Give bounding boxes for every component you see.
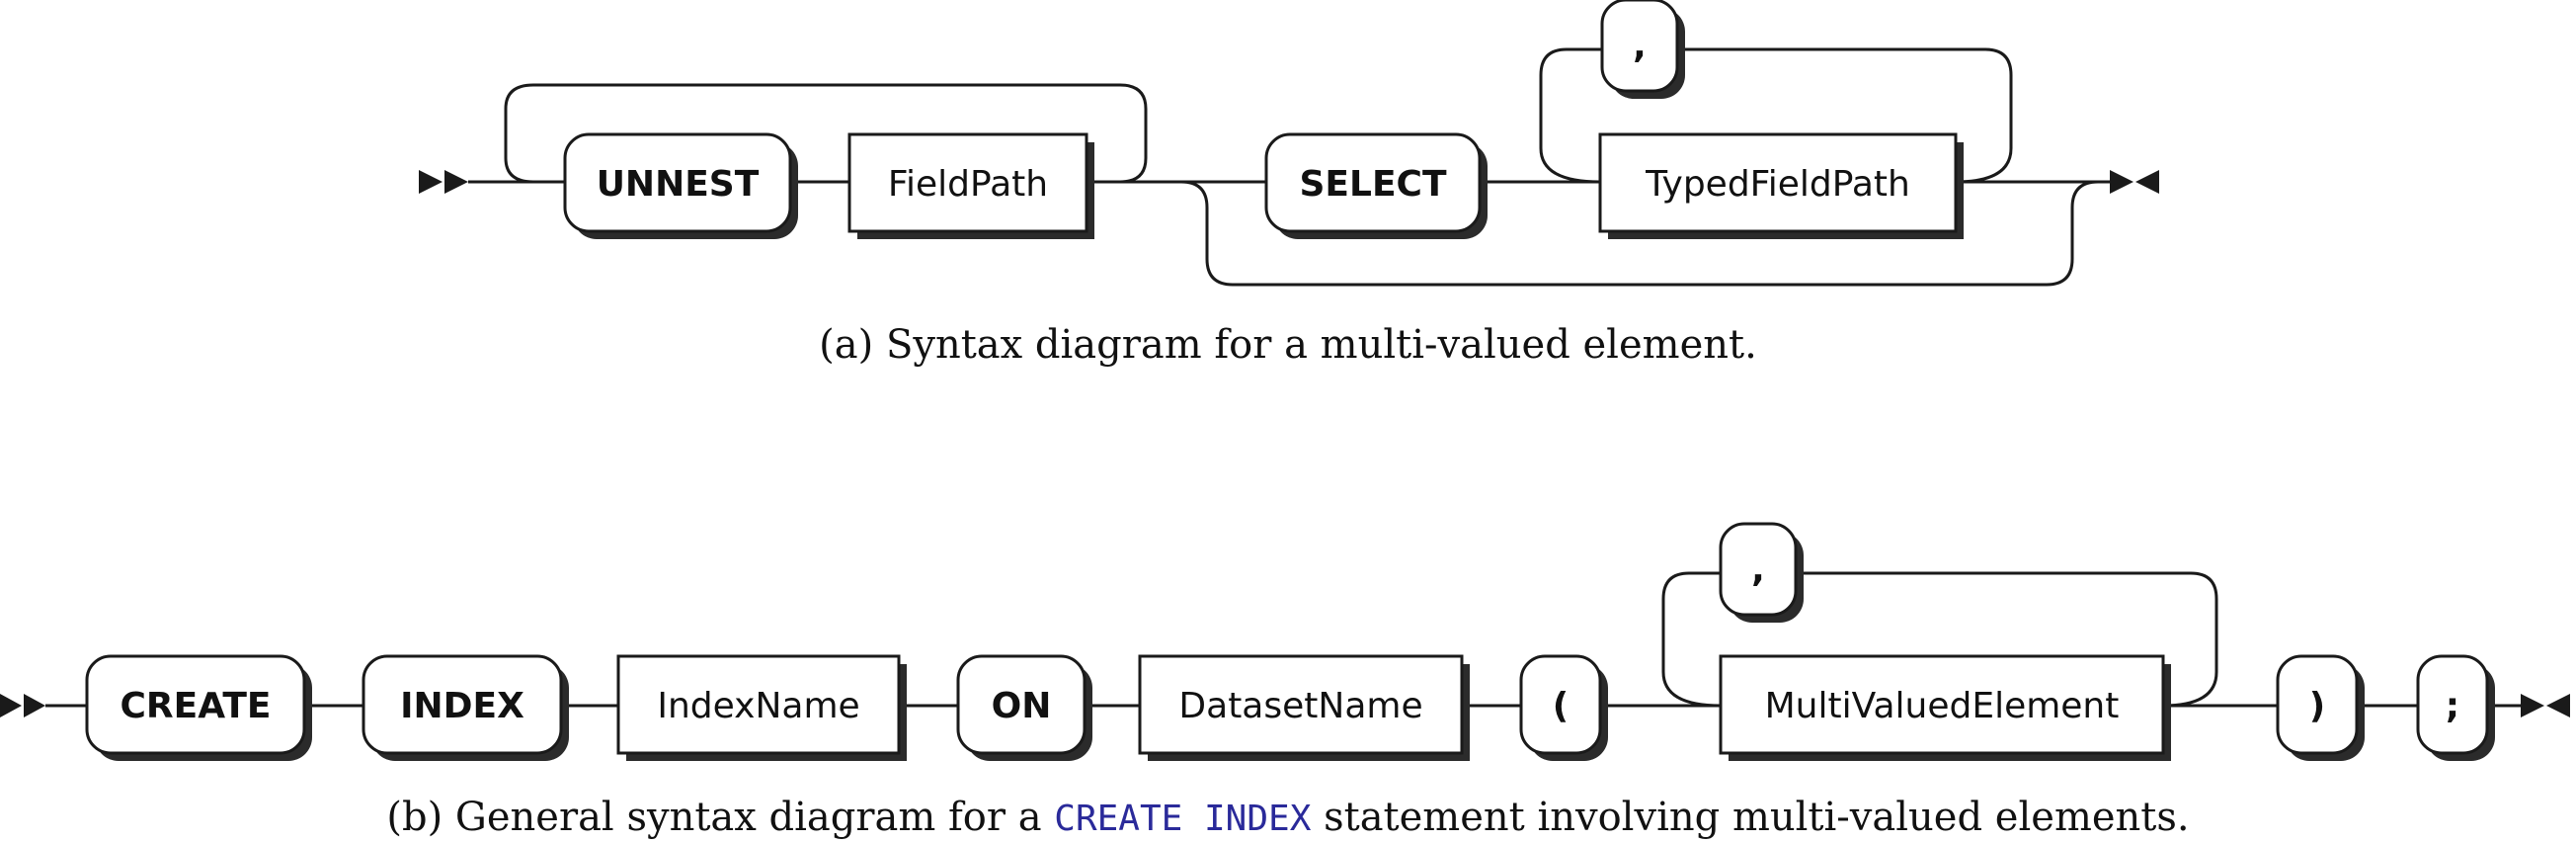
diagram-b: CREATE INDEX IndexName ON DatasetName [0,522,2570,761]
token-datasetname: DatasetName [1138,654,1470,761]
svg-text:INDEX: INDEX [400,686,524,726]
svg-text:IndexName: IndexName [657,686,859,726]
diagram-b-end-arrow [2521,694,2570,717]
svg-text:DatasetName: DatasetName [1178,686,1422,726]
token-comma-b: , [1719,522,1804,623]
svg-text:,: , [1633,26,1647,66]
token-multivaluedelement: MultiValuedElement [1719,654,2171,761]
token-create: CREATE [85,654,312,761]
token-index: INDEX [362,654,569,761]
caption-b: (b) General syntax diagram for a CREATE … [0,795,2576,840]
diagram-a-end-arrow [2110,170,2159,194]
diagram-a: UNNEST FieldPath SELECT , TypedFieldPath [419,0,2159,287]
diagram-a-track [468,47,2129,287]
token-on: ON [956,654,1092,761]
svg-text:;: ; [2446,686,2459,726]
token-select: SELECT [1264,132,1488,239]
svg-text:,: , [1751,549,1765,590]
caption-b-suffix: statement involving multi-valued element… [1324,795,2190,840]
svg-text:FieldPath: FieldPath [888,164,1048,205]
token-lparen: ( [1519,654,1608,761]
svg-text:MultiValuedElement: MultiValuedElement [1765,686,2120,726]
svg-text:TypedFieldPath: TypedFieldPath [1645,164,1910,205]
diagram-b-start-arrow [0,694,45,717]
svg-text:(: ( [1553,686,1569,726]
diagram-b-track [45,571,2529,708]
caption-b-prefix: (b) General syntax diagram for a [386,795,1042,840]
svg-text:SELECT: SELECT [1299,164,1446,205]
token-fieldpath: FieldPath [847,132,1094,239]
svg-text:ON: ON [992,686,1052,726]
token-comma-a: , [1600,0,1685,99]
token-typedfieldpath: TypedFieldPath [1598,132,1964,239]
token-semicolon: ; [2416,654,2495,761]
token-unnest: UNNEST [563,132,798,239]
token-indexname: IndexName [616,654,907,761]
caption-a-text: (a) Syntax diagram for a multi-valued el… [819,322,1757,368]
svg-text:CREATE: CREATE [121,686,272,726]
caption-a: (a) Syntax diagram for a multi-valued el… [0,322,2576,368]
caption-b-code: CREATE INDEX [1054,799,1312,839]
diagram-a-start-arrow [419,170,468,194]
svg-text:): ) [2309,686,2325,726]
svg-text:UNNEST: UNNEST [597,164,760,205]
token-rparen: ) [2276,654,2365,761]
